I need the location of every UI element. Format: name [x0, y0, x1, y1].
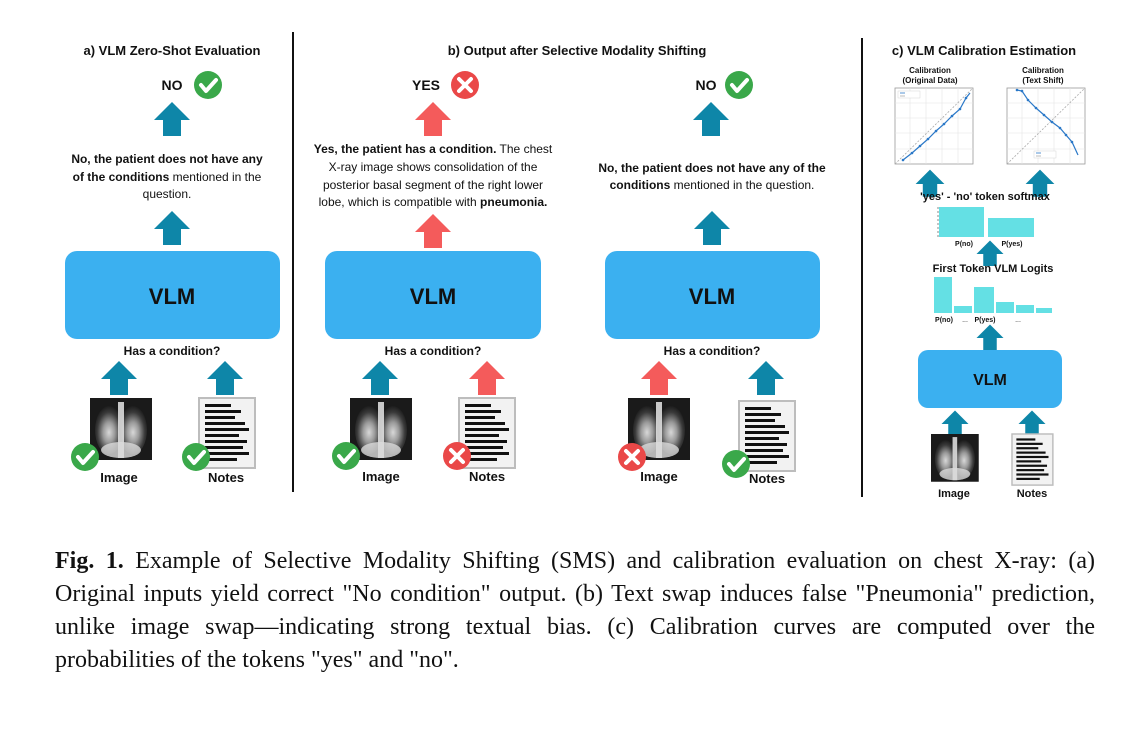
panel-b-left-line3: posterior basal segment of the right low… — [323, 178, 543, 192]
calibration-plot-text-shift — [1006, 87, 1086, 165]
arrow-up-icon — [748, 361, 784, 395]
arrow-up-icon — [362, 361, 398, 395]
cross-icon — [616, 441, 648, 473]
softmax-label-pyes: P(yes) — [1001, 241, 1022, 248]
panel-a-answer: NO — [162, 77, 183, 93]
logit-bar — [996, 302, 1014, 313]
panel-a-response-line1: No, the patient does not have any — [71, 152, 263, 166]
xray-image-icon — [350, 398, 412, 460]
image-label: Image — [640, 469, 678, 484]
notes-label: Notes — [469, 469, 505, 484]
image-label: Image — [362, 469, 400, 484]
calibration-plot-original — [894, 87, 974, 165]
panel-b-right-line2: conditions mentioned in the question. — [610, 178, 815, 192]
arrow-up-icon — [693, 102, 729, 136]
notes-label: Notes — [1017, 488, 1048, 500]
check-icon — [330, 440, 362, 472]
figure-diagram: a) VLM Zero-Shot Evaluation NO No, the p… — [65, 32, 1086, 500]
softmax-label-pno: P(no) — [955, 241, 973, 248]
arrow-up-icon — [415, 214, 451, 248]
panel-b-right-answer: NO — [696, 77, 717, 93]
panel-a: a) VLM Zero-Shot Evaluation NO No, the p… — [65, 43, 280, 485]
arrow-up-icon — [207, 361, 243, 395]
arrow-up-icon — [941, 410, 969, 436]
vlm-label: VLM — [149, 284, 195, 309]
arrow-up-icon — [976, 324, 1004, 350]
logit-bar — [1036, 308, 1052, 313]
vlm-box — [325, 251, 541, 339]
softmax-label: 'yes' - 'no' token softmax — [920, 191, 1051, 203]
panel-a-response-line3: question. — [143, 187, 192, 201]
arrow-up-icon — [694, 211, 730, 245]
arrow-up-icon — [415, 102, 451, 136]
panel-b-left-answer: YES — [412, 77, 440, 93]
caption-text: Example of Selective Modality Shifting (… — [55, 548, 1096, 673]
notes-document-icon — [1011, 433, 1054, 486]
question-label: Has a condition? — [124, 344, 221, 358]
cal1-title-line2: (Original Data) — [902, 76, 957, 85]
vlm-label: VLM — [410, 284, 456, 309]
image-label: Image — [100, 470, 138, 485]
panel-b-right-line1: No, the patient does not have any of the — [598, 161, 826, 175]
cal2-title-line2: (Text Shift) — [1022, 76, 1064, 85]
vlm-label: VLM — [689, 284, 735, 309]
logit-bar — [934, 277, 952, 313]
question-label: Has a condition? — [664, 344, 761, 358]
image-label: Image — [938, 488, 970, 500]
logits-label: First Token VLM Logits — [933, 263, 1054, 275]
arrow-up-icon — [154, 102, 190, 136]
panel-b: b) Output after Selective Modality Shift… — [314, 43, 826, 486]
panel-c-title: c) VLM Calibration Estimation — [892, 43, 1076, 58]
arrow-up-icon — [469, 361, 505, 395]
arrow-up-icon — [101, 361, 137, 395]
panel-b-left-line1: Yes, the patient has a condition. The ch… — [314, 142, 553, 156]
check-icon — [180, 441, 212, 473]
cal2-title-line1: Calibration — [1022, 66, 1064, 75]
cross-icon — [441, 440, 473, 472]
arrow-up-icon — [154, 211, 190, 245]
notes-label: Notes — [208, 470, 244, 485]
check-icon — [192, 69, 224, 101]
panel-c: c) VLM Calibration Estimation Calibratio… — [892, 43, 1086, 500]
panel-b-title: b) Output after Selective Modality Shift… — [448, 43, 707, 58]
xray-image-icon — [90, 398, 152, 460]
logit-bar — [974, 287, 994, 313]
softmax-bar-pno — [939, 207, 984, 237]
vlm-box — [605, 251, 820, 339]
question-label: Has a condition? — [385, 344, 482, 358]
logit-label-pno: P(no) — [935, 317, 953, 324]
logit-bar — [954, 306, 972, 313]
cal1-title-line1: Calibration — [909, 66, 951, 75]
notes-label: Notes — [749, 471, 785, 486]
logit-ellipsis: ... — [962, 317, 968, 324]
vlm-label: VLM — [973, 372, 1007, 389]
cross-icon — [449, 69, 481, 101]
logit-ellipsis: ... — [1015, 317, 1021, 324]
figure-caption: Fig. 1. Example of Selective Modality Sh… — [55, 545, 1095, 677]
panel-b-left-line4: lobe, which is compatible with pneumonia… — [319, 195, 548, 209]
check-icon — [69, 441, 101, 473]
panel-a-title: a) VLM Zero-Shot Evaluation — [84, 43, 261, 58]
logit-bar — [1016, 305, 1034, 313]
softmax-bar-pyes — [988, 218, 1034, 237]
arrow-up-icon — [641, 361, 677, 395]
vlm-box — [918, 350, 1062, 408]
check-icon — [723, 69, 755, 101]
check-icon — [720, 448, 752, 480]
vlm-box — [65, 251, 280, 339]
panel-b-left-line2: X-ray image shows consolidation of the — [329, 160, 538, 174]
logit-label-pyes: P(yes) — [974, 317, 995, 324]
panel-a-response-line2: of the conditions mentioned in the — [73, 170, 262, 184]
arrow-up-icon — [1018, 410, 1046, 436]
caption-label: Fig. 1. — [55, 548, 124, 574]
xray-image-icon — [931, 434, 979, 482]
